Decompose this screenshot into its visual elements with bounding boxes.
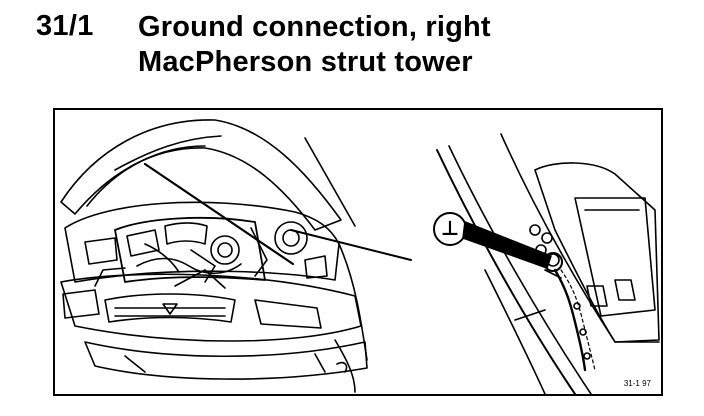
callout-wedge xyxy=(462,221,552,269)
page-heading: 31/1 Ground connection, right MacPherson… xyxy=(0,0,704,90)
headlight-left xyxy=(62,289,100,319)
brand-emblem xyxy=(162,303,178,315)
title-line-1: Ground connection, right xyxy=(138,11,491,43)
section-number: 31/1 xyxy=(36,10,94,42)
hood-stay-rod xyxy=(143,162,295,266)
right-wing xyxy=(338,243,368,361)
strut-tower-detail xyxy=(433,133,660,394)
page-title: Ground connection, right MacPherson stru… xyxy=(138,10,658,80)
headlight-right xyxy=(254,299,322,329)
ground-cable xyxy=(553,268,587,372)
wing-panel-edge xyxy=(436,149,576,394)
strut-tower xyxy=(534,162,660,343)
wheel-arch xyxy=(334,339,356,393)
windscreen-edge xyxy=(304,137,356,227)
leader-line xyxy=(290,229,412,261)
figure-reference-code: 31-1 97 xyxy=(623,379,651,388)
side-marker xyxy=(336,361,348,373)
engine-bay-outline xyxy=(64,201,340,283)
lower-bumper xyxy=(84,341,368,380)
hood-crease xyxy=(114,135,222,171)
grille xyxy=(104,293,236,323)
car-front-view xyxy=(60,119,412,393)
illustration-frame: ⊥ 31-1 97 xyxy=(53,108,663,396)
engine-bay-illustration xyxy=(60,119,660,394)
ground-symbol-icon: ⊥ xyxy=(440,218,460,240)
title-line-2: MacPherson strut tower xyxy=(138,46,473,78)
hood-inner-line xyxy=(86,145,206,207)
